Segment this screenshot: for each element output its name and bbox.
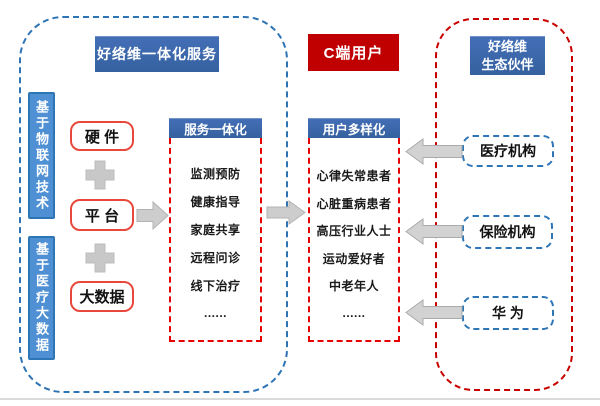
user-item: 心律失常患者 xyxy=(316,169,392,184)
partner-group-outline xyxy=(435,18,573,391)
partner-box-huawei: 华 为 xyxy=(462,296,554,330)
partner-box-medical: 医疗机构 xyxy=(462,135,554,167)
medical-bigdata-side-label: 基于医疗大数据 xyxy=(28,236,55,360)
ecosystem-partner-title-line1: 好络维 xyxy=(487,38,527,54)
ecosystem-partner-title-line2: 生态伙伴 xyxy=(481,56,534,72)
hardware-box: 硬 件 xyxy=(70,121,134,151)
service-item: ...... xyxy=(203,306,227,320)
user-item: 运动爱好者 xyxy=(322,251,386,266)
service-item: 健康指导 xyxy=(190,194,241,209)
plus-icon xyxy=(84,242,116,274)
service-integration-header: 服务一体化 xyxy=(169,118,262,138)
service-item: 家庭共享 xyxy=(190,222,241,237)
user-item: 心脏重病患者 xyxy=(316,196,392,211)
left-arrow-icon xyxy=(405,218,463,245)
user-item: 高压行业人士 xyxy=(316,224,392,239)
user-item: 中老年人 xyxy=(328,279,379,294)
service-item: 监测预防 xyxy=(190,166,241,181)
left-arrow-icon xyxy=(405,299,463,326)
integrated-service-group-outline xyxy=(19,16,288,393)
plus-icon xyxy=(84,159,116,191)
bottom-divider xyxy=(0,398,600,400)
c-user-title: C端用户 xyxy=(308,34,399,71)
right-arrow-icon xyxy=(266,200,306,225)
user-list: 心律失常患者 心脏重病患者 高压行业人士 运动爱好者 中老年人 ...... xyxy=(308,138,400,342)
user-item: ...... xyxy=(342,306,366,321)
platform-box: 平 台 xyxy=(70,199,134,231)
iot-tech-side-label: 基于物联网技术 xyxy=(28,92,55,219)
partner-box-insurance: 保险机构 xyxy=(462,215,553,249)
ecosystem-partner-title: 好络维 生态伙伴 xyxy=(470,36,545,75)
service-list: 监测预防 健康指导 家庭共享 远程问诊 线下治疗 ...... xyxy=(169,138,262,342)
left-arrow-icon xyxy=(405,138,463,165)
integrated-service-title: 好络维一体化服务 xyxy=(95,36,219,72)
service-item: 远程问诊 xyxy=(190,250,241,265)
service-item: 线下治疗 xyxy=(190,278,241,293)
bigdata-box: 大数据 xyxy=(70,281,134,312)
user-diversity-header: 用户多样化 xyxy=(308,118,400,138)
right-arrow-icon xyxy=(136,201,169,230)
